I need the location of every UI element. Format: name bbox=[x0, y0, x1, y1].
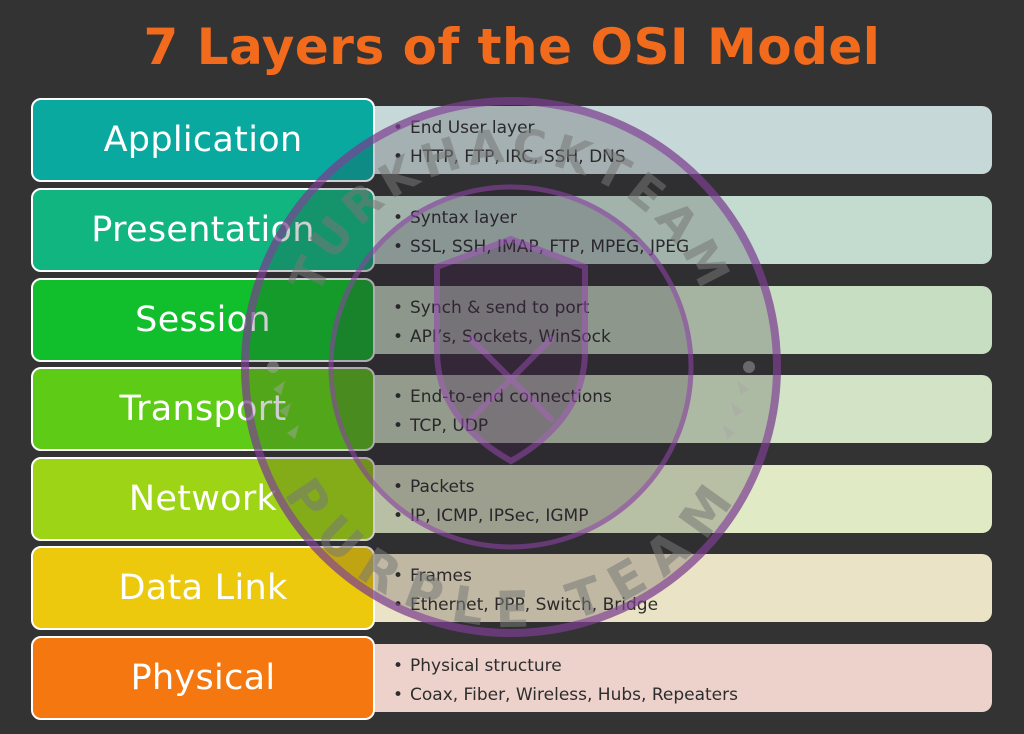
layer-point: Synch & send to port bbox=[393, 294, 992, 323]
layer-point: Physical structure bbox=[393, 652, 992, 681]
layer-description-panel: End-to-end connections TCP, UDP bbox=[366, 375, 992, 443]
layer-name-box: Application bbox=[31, 98, 375, 182]
layer-point: Ethernet, PPP, Switch, Bridge bbox=[393, 591, 992, 620]
layer-points: End User layer HTTP, FTP, IRC, SSH, DNS bbox=[393, 114, 992, 172]
layer-point: TCP, UDP bbox=[393, 412, 992, 441]
layer-points: Physical structure Coax, Fiber, Wireless… bbox=[393, 652, 992, 710]
layer-name-box: Network bbox=[31, 457, 375, 541]
layer-point: SSL, SSH, IMAP, FTP, MPEG, JPEG bbox=[393, 233, 992, 262]
layer-points: Packets IP, ICMP, IPSec, IGMP bbox=[393, 473, 992, 531]
layer-session: Synch & send to port API’s, Sockets, Win… bbox=[0, 278, 1024, 362]
layer-point: Syntax layer bbox=[393, 204, 992, 233]
layer-point: IP, ICMP, IPSec, IGMP bbox=[393, 502, 992, 531]
layer-data-link: Frames Ethernet, PPP, Switch, Bridge Dat… bbox=[0, 546, 1024, 630]
layer-points: Syntax layer SSL, SSH, IMAP, FTP, MPEG, … bbox=[393, 204, 992, 262]
layer-transport: End-to-end connections TCP, UDP Transpor… bbox=[0, 367, 1024, 451]
layer-name-box: Physical bbox=[31, 636, 375, 720]
layer-description-panel: Packets IP, ICMP, IPSec, IGMP bbox=[366, 465, 992, 533]
layer-name-box: Presentation bbox=[31, 188, 375, 272]
layer-point: End User layer bbox=[393, 114, 992, 143]
layer-description-panel: End User layer HTTP, FTP, IRC, SSH, DNS bbox=[366, 106, 992, 174]
layer-presentation: Syntax layer SSL, SSH, IMAP, FTP, MPEG, … bbox=[0, 188, 1024, 272]
layer-description-panel: Physical structure Coax, Fiber, Wireless… bbox=[366, 644, 992, 712]
layer-point: End-to-end connections bbox=[393, 383, 992, 412]
layer-point: API’s, Sockets, WinSock bbox=[393, 323, 992, 352]
layer-network: Packets IP, ICMP, IPSec, IGMP Network bbox=[0, 457, 1024, 541]
layer-point: Frames bbox=[393, 562, 992, 591]
layer-name-box: Transport bbox=[31, 367, 375, 451]
layer-point: Packets bbox=[393, 473, 992, 502]
layer-description-panel: Syntax layer SSL, SSH, IMAP, FTP, MPEG, … bbox=[366, 196, 992, 264]
layer-application: End User layer HTTP, FTP, IRC, SSH, DNS … bbox=[0, 98, 1024, 182]
layer-description-panel: Frames Ethernet, PPP, Switch, Bridge bbox=[366, 554, 992, 622]
layer-points: End-to-end connections TCP, UDP bbox=[393, 383, 992, 441]
layer-point: Coax, Fiber, Wireless, Hubs, Repeaters bbox=[393, 681, 992, 710]
page-title: 7 Layers of the OSI Model bbox=[143, 18, 881, 76]
layer-physical: Physical structure Coax, Fiber, Wireless… bbox=[0, 636, 1024, 720]
layer-points: Synch & send to port API’s, Sockets, Win… bbox=[393, 294, 992, 352]
layer-name-box: Data Link bbox=[31, 546, 375, 630]
layer-point: HTTP, FTP, IRC, SSH, DNS bbox=[393, 143, 992, 172]
layer-name-box: Session bbox=[31, 278, 375, 362]
layer-description-panel: Synch & send to port API’s, Sockets, Win… bbox=[366, 286, 992, 354]
layer-points: Frames Ethernet, PPP, Switch, Bridge bbox=[393, 562, 992, 620]
